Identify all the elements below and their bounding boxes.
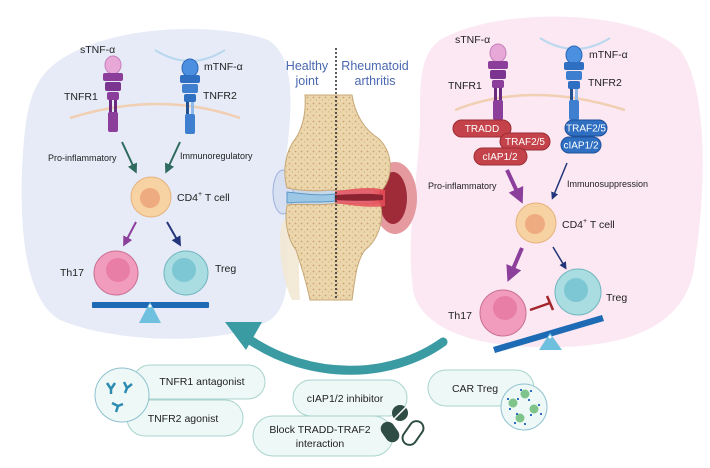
ra-balance-scale-icon bbox=[493, 315, 604, 353]
svg-text:Block TRADD-TRAF2: Block TRADD-TRAF2 bbox=[269, 424, 370, 436]
tnfr1-receptor-icon bbox=[103, 55, 123, 132]
ra-treg-label: Treg bbox=[606, 292, 627, 304]
svg-text:cIAP1/2 inhibitor: cIAP1/2 inhibitor bbox=[307, 393, 384, 405]
healthy-treg-cell-icon bbox=[163, 250, 209, 296]
healthy-tnfr1-label: TNFR1 bbox=[64, 91, 98, 103]
healthy-th17-label: Th17 bbox=[60, 267, 84, 279]
svg-text:interaction: interaction bbox=[296, 438, 345, 450]
therapy-restore-arrow bbox=[245, 335, 448, 375]
svg-text:TRAF2/5: TRAF2/5 bbox=[505, 137, 545, 148]
svg-text:TNFR2 agonist: TNFR2 agonist bbox=[148, 413, 219, 425]
healthy-proinflammatory-arrow bbox=[121, 141, 138, 174]
ra-tnfr1-receptor-icon bbox=[488, 43, 508, 120]
ra-mtnf-label: mTNF-α bbox=[589, 49, 628, 61]
healthy-tnfr2-label: TNFR2 bbox=[203, 90, 237, 102]
svg-text:cIAP1/2: cIAP1/2 bbox=[563, 141, 598, 152]
svg-text:cIAP1/2: cIAP1/2 bbox=[482, 152, 517, 163]
svg-text:TRADD: TRADD bbox=[465, 124, 499, 135]
ra-pathway1-label: Pro-inflammatory bbox=[428, 181, 497, 191]
therapy-block-tradd-traf2-pill: Block TRADD-TRAF2 interaction bbox=[252, 415, 394, 457]
healthy-joint-heading-2: joint bbox=[295, 74, 319, 88]
healthy-balance-scale-icon bbox=[92, 302, 209, 323]
healthy-to-treg-arrow bbox=[166, 221, 181, 247]
healthy-treg-label: Treg bbox=[215, 263, 236, 275]
healthy-stnf-label: sTNF-α bbox=[80, 44, 115, 56]
ra-immunosuppression-arrow bbox=[551, 162, 568, 200]
healthy-pathway2-label: Immunoregulatory bbox=[180, 151, 253, 161]
ciap12-badge-ra: cIAP1/2 bbox=[473, 147, 528, 166]
ra-stnf-label: sTNF-α bbox=[455, 34, 490, 46]
ra-tnfr2-label: TNFR2 bbox=[588, 77, 622, 89]
therapy-restore-arrowhead bbox=[225, 322, 262, 350]
svg-text:CAR Treg: CAR Treg bbox=[452, 383, 498, 395]
ra-tnfr1-label: TNFR1 bbox=[448, 80, 482, 92]
ra-cd4-cell-icon bbox=[515, 202, 557, 244]
ra-heading-2: arthritis bbox=[355, 74, 396, 88]
therapy-ciap-inhibitor-pill: cIAP1/2 inhibitor bbox=[292, 379, 408, 417]
ra-pathway2-label: Immunosuppression bbox=[567, 179, 648, 189]
healthy-mtnf-label: mTNF-α bbox=[204, 61, 243, 73]
ra-cd4-label: CD4+ T cell bbox=[562, 218, 615, 231]
traf25-badge-ra: TRAF2/5 bbox=[499, 132, 551, 151]
healthy-cell-membrane bbox=[69, 102, 241, 120]
ciap12-badge-tnfr2: cIAP1/2 bbox=[560, 136, 602, 154]
ra-tnfr2-receptor-icon bbox=[564, 45, 584, 120]
ra-th17-cell-icon bbox=[479, 289, 527, 337]
ra-heading-1: Rheumatoid bbox=[341, 59, 408, 73]
tradd-badge: TRADD bbox=[452, 119, 512, 138]
healthy-immunoregulatory-arrow bbox=[164, 141, 181, 174]
healthy-cd4-cell-icon bbox=[130, 176, 172, 218]
ra-panel-bg bbox=[410, 16, 703, 348]
healthy-to-th17-arrow bbox=[123, 221, 137, 247]
ra-cell-membrane bbox=[454, 93, 626, 112]
ra-treg-cell-icon bbox=[554, 268, 602, 316]
ra-to-th17-arrow bbox=[506, 247, 524, 282]
healthy-pathway1-label: Pro-inflammatory bbox=[48, 153, 117, 163]
pill-capsule-icon bbox=[380, 405, 425, 446]
healthy-joint-heading-1: Healthy bbox=[286, 59, 329, 73]
traf25-badge-tnfr2: TRAF2/5 bbox=[564, 119, 608, 137]
car-treg-cells-icon bbox=[500, 383, 548, 431]
ra-proinflammatory-arrow bbox=[505, 169, 524, 204]
therapy-tnfr2-agonist-pill: TNFR2 agonist bbox=[126, 399, 244, 437]
therapy-tnfr1-antagonist-pill: TNFR1 antagonist bbox=[132, 364, 266, 400]
ra-th17-label: Th17 bbox=[448, 310, 472, 322]
antibody-icon bbox=[94, 367, 150, 423]
ra-to-treg-arrow bbox=[552, 246, 567, 270]
healthy-th17-cell-icon bbox=[93, 250, 139, 296]
tnfr2-receptor-icon bbox=[180, 58, 200, 134]
svg-text:TNFR1 antagonist: TNFR1 antagonist bbox=[159, 376, 244, 388]
healthy-cd4-label: CD4+ T cell bbox=[177, 191, 230, 204]
svg-text:TRAF2/5: TRAF2/5 bbox=[566, 124, 606, 135]
knee-joint-illustration bbox=[272, 94, 417, 301]
ra-inhibition-icon bbox=[529, 295, 555, 312]
